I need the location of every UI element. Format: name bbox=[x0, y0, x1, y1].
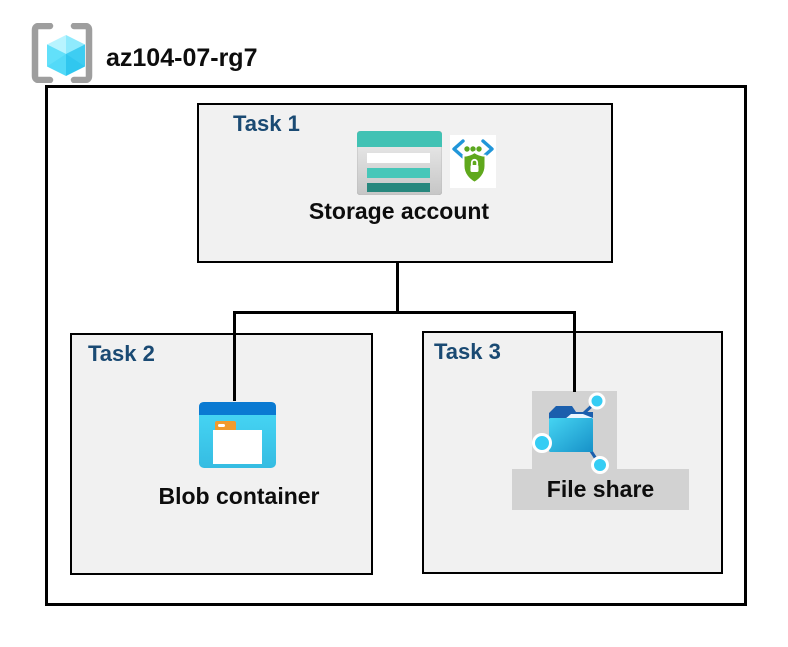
connector-to-blob-container bbox=[233, 311, 236, 401]
blob-container-label: Blob container bbox=[158, 483, 320, 509]
task2-box: Task 2 Blob container bbox=[70, 333, 373, 575]
file-share-label: File share bbox=[546, 476, 655, 502]
task3-box: Task 3 File share bbox=[422, 331, 723, 574]
connector-storage-stem bbox=[396, 263, 399, 312]
task2-label: Task 2 bbox=[88, 341, 155, 366]
task3-label: Task 3 bbox=[434, 339, 501, 364]
connector-horizontal bbox=[233, 311, 576, 314]
connector-to-file-share bbox=[573, 311, 576, 392]
file-share-label-box: File share bbox=[512, 469, 689, 510]
file-share-icon bbox=[531, 390, 619, 474]
secure-access-icon bbox=[450, 135, 496, 188]
task1-label: Task 1 bbox=[233, 111, 300, 136]
storage-account-icon bbox=[357, 131, 442, 195]
blob-container-icon bbox=[199, 402, 276, 468]
task1-box: Task 1 bbox=[197, 103, 613, 263]
storage-account-label: Storage account bbox=[308, 198, 490, 224]
resource-group-name: az104-07-rg7 bbox=[106, 44, 258, 72]
resource-group-icon bbox=[31, 23, 93, 83]
